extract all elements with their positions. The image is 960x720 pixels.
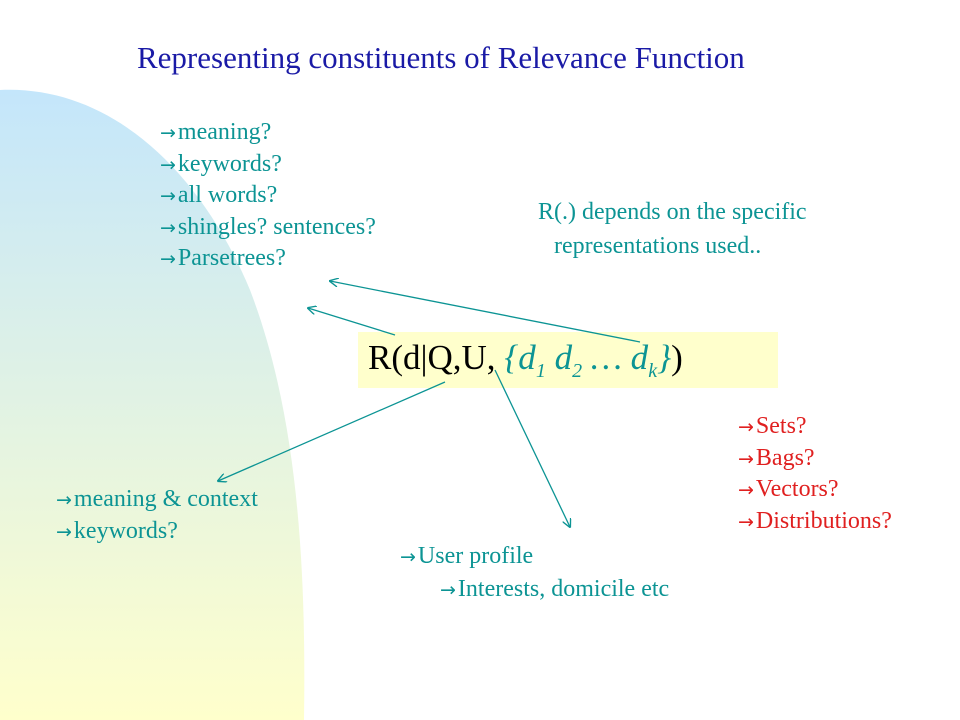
dependency-note: R(.) depends on the specific representat… [538,195,807,263]
set-representation-list: →Sets? →Bags? →Vectors? →Distributions? [738,411,892,537]
right-arrow-icon: → [160,248,176,270]
list-item: →keywords? [160,150,282,177]
list-item: →shingles? sentences? [160,213,376,240]
right-arrow-icon: → [738,479,754,501]
list-item: →Bags? [738,444,815,471]
right-arrow-icon: → [160,185,176,207]
right-arrow-icon: → [738,416,754,438]
list-item: →Vectors? [738,476,839,502]
relevance-formula: R(d|Q,U, {d1 d2 … dk}) [368,338,683,382]
representation-list-top: →meaning? →keywords? →all words? →shingl… [160,117,376,275]
list-item: →meaning? [160,119,272,145]
document-set: {d1 d2 … dk} [504,338,672,382]
list-item: →meaning & context [56,486,258,512]
right-arrow-icon: → [160,153,176,176]
list-item: →all words? [160,182,278,208]
slide-title: Representing constituents of Relevance F… [137,40,745,75]
right-arrow-icon: → [738,510,754,533]
user-profile-list: →User profile →Interests, domicile etc [400,540,669,606]
right-arrow-icon: → [400,546,416,568]
right-arrow-icon: → [56,520,72,543]
list-item: →Sets? [738,413,807,439]
right-arrow-icon: → [160,216,176,239]
right-arrow-icon: → [160,122,176,144]
note-line: R(.) depends on the specific [538,199,807,225]
right-arrow-icon: → [440,579,456,601]
list-item: →Interests, domicile etc [440,576,670,602]
right-arrow-icon: → [56,489,72,511]
note-line: representations used.. [554,233,762,259]
list-item: →keywords? [56,517,178,544]
list-item: →Parsetrees? [160,245,286,271]
list-item: →Distributions? [738,507,892,534]
query-representation-list: →meaning & context →keywords? [56,484,258,547]
list-item: →User profile [400,543,534,569]
right-arrow-icon: → [738,447,754,470]
